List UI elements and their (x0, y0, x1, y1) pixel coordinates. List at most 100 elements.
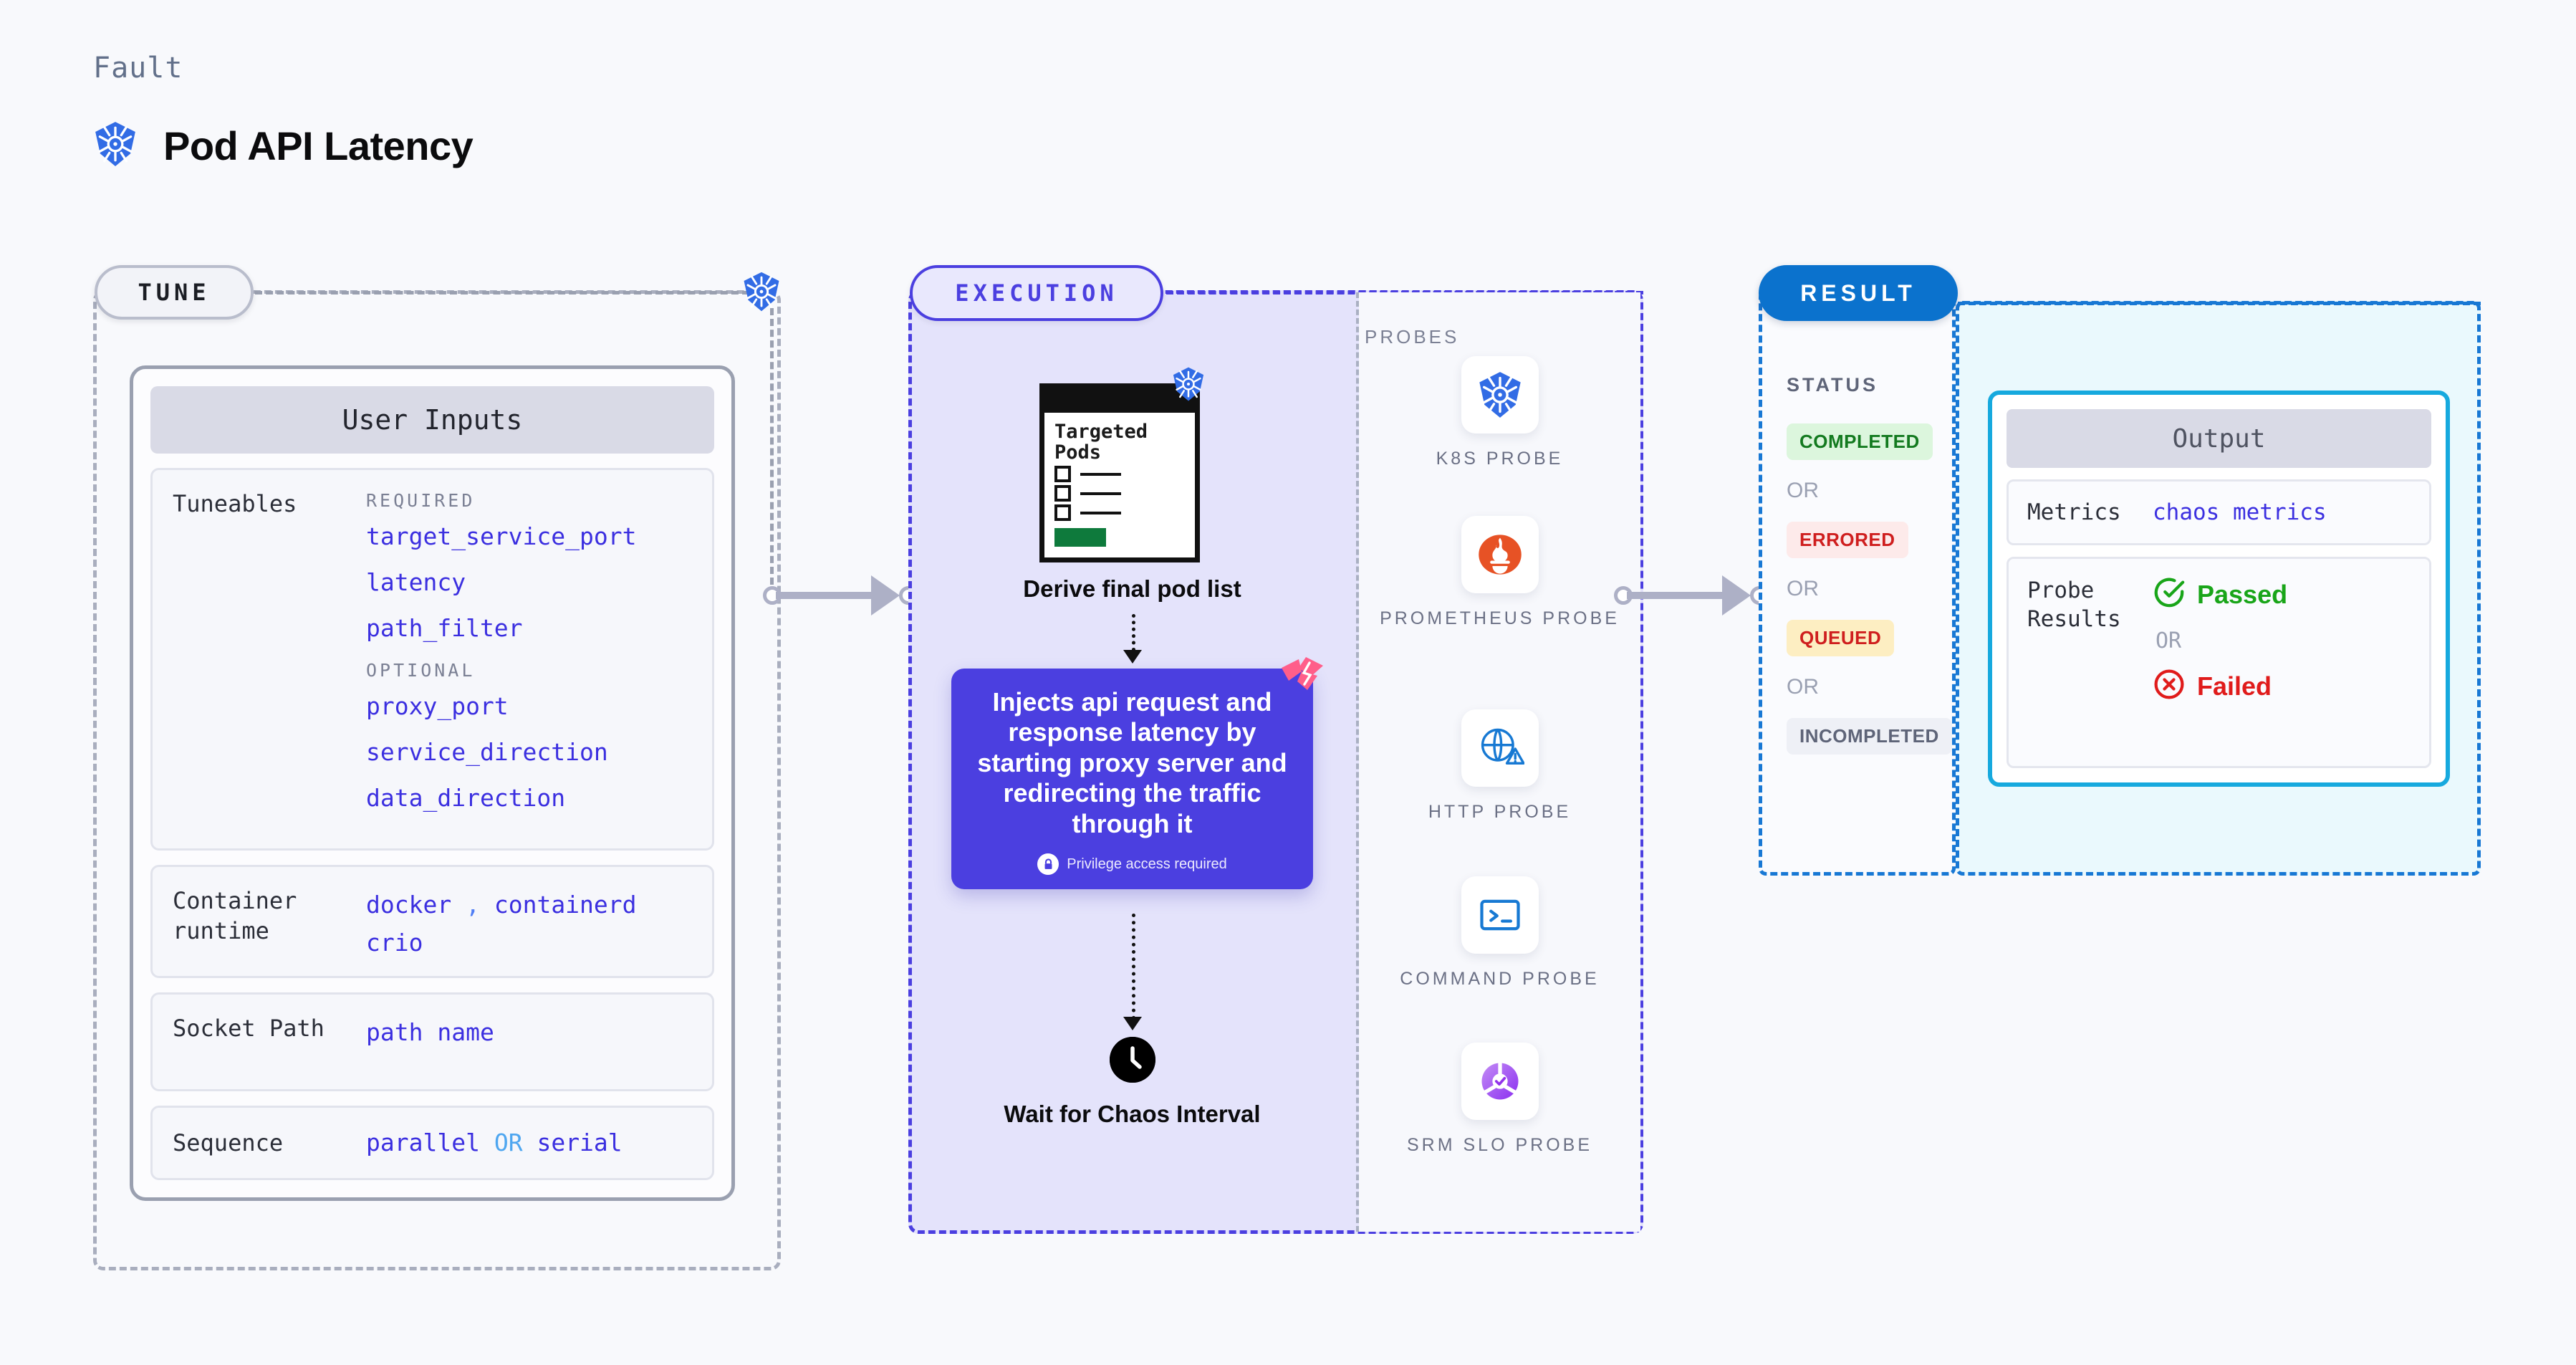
kubernetes-icon (1171, 366, 1206, 406)
status-label: STATUS (1787, 374, 1878, 396)
derive-final-pod-list-label: Derive final pod list (1023, 575, 1241, 602)
metrics-label: Metrics (2027, 499, 2121, 525)
probe-label: SRM SLO PROBE (1407, 1135, 1592, 1155)
runtime-docker[interactable]: docker (366, 890, 452, 919)
probe-label: PROMETHEUS PROBE (1380, 608, 1620, 628)
socket-path-row: Socket Path path name (150, 992, 714, 1091)
pods-list-item (1044, 482, 1195, 502)
metrics-row: Metrics chaos metrics (2007, 479, 2431, 545)
tuneables-section: Tuneables REQUIRED target_service_port l… (150, 467, 714, 851)
flow-arrow-2 (1123, 1017, 1142, 1030)
tune-pill[interactable]: TUNE (95, 265, 254, 320)
wait-for-chaos-interval-label: Wait for Chaos Interval (1004, 1101, 1261, 1127)
tuneable-item[interactable]: path_filter (366, 613, 523, 642)
socket-path-label: Socket Path (173, 1014, 325, 1042)
tuneable-item[interactable]: target_service_port (366, 522, 637, 550)
status-badge-completed: COMPLETED (1787, 423, 1933, 460)
inject-fault-card: Injects api request and response latency… (951, 657, 1323, 890)
output-title: Output (2007, 409, 2431, 468)
container-runtime-row: Container runtime docker , containerd cr… (150, 864, 714, 978)
execution-flow: Targeted Pods Derive final pod list Inje… (908, 290, 1356, 1234)
flow-dash-2 (1132, 914, 1135, 1020)
status-or-3: OR (1787, 675, 1819, 699)
probes-label: PROBES (1365, 326, 1460, 348)
runtime-containerd[interactable]: containerd (494, 890, 637, 919)
prometheus-probe-icon (1461, 516, 1539, 593)
sequence-serial[interactable]: serial (537, 1129, 623, 1157)
kubernetes-icon (741, 271, 782, 316)
probe-result-or: OR (2156, 628, 2182, 653)
socket-path-value[interactable]: path name (366, 1017, 494, 1046)
check-circle-icon (2153, 576, 2186, 613)
kubernetes-icon (92, 120, 139, 171)
pods-line-dash (1080, 511, 1121, 514)
http-probe-icon (1461, 709, 1539, 787)
optional-label: OPTIONAL (366, 659, 476, 681)
flow-arrow-1 (1123, 650, 1142, 664)
flow-dash-1 (1132, 614, 1135, 651)
probe-label: K8S PROBE (1436, 449, 1564, 469)
failed-text: Failed (2197, 671, 2272, 701)
probe-item-http[interactable]: HTTP PROBE (1359, 709, 1640, 825)
targeted-pods-title: Targeted Pods (1054, 421, 1148, 464)
page-title-row: Pod API Latency (92, 120, 474, 171)
probes-divider (1356, 292, 1359, 1232)
pods-progress-bar (1054, 528, 1106, 547)
connector-line-exec-result (1627, 592, 1731, 599)
privilege-text: Privilege access required (1067, 856, 1227, 872)
tuneable-item[interactable]: latency (366, 567, 466, 596)
checkbox-icon (1054, 504, 1071, 522)
tuneable-item[interactable]: service_direction (366, 737, 608, 766)
pods-line-dash (1080, 472, 1121, 476)
targeted-pods-card: Targeted Pods (1039, 383, 1200, 562)
lock-icon (1037, 853, 1059, 876)
pods-list-item (1044, 463, 1195, 483)
container-runtime-label: Container runtime (173, 886, 297, 945)
metrics-value[interactable]: chaos metrics (2153, 499, 2327, 525)
probe-item-command[interactable]: COMMAND PROBE (1359, 876, 1640, 992)
probe-results-label: Probe Results (2027, 578, 2121, 633)
required-label: REQUIRED (366, 489, 476, 511)
probe-item-prometheus[interactable]: PROMETHEUS PROBE (1359, 516, 1640, 632)
result-pill[interactable]: RESULT (1759, 265, 1958, 321)
kubernetes-connector-dash (770, 308, 774, 585)
tune-pill-dash (255, 291, 749, 294)
execution-pill[interactable]: EXECUTION (910, 265, 1163, 321)
inject-description: Injects api request and response latency… (977, 687, 1287, 838)
connector-arrow-exec-result (1722, 575, 1751, 616)
sequence-parallel[interactable]: parallel (366, 1129, 480, 1157)
kubernetes-probe-icon (1461, 356, 1539, 434)
status-badge-errored: ERRORED (1787, 522, 1908, 558)
connector-line-tune-exec (776, 592, 880, 599)
probe-item-k8s[interactable]: K8S PROBE (1359, 356, 1640, 472)
page-title: Pod API Latency (163, 123, 474, 168)
command-probe-icon (1461, 876, 1539, 954)
probe-result-passed: Passed (2153, 576, 2411, 613)
clock-icon (1110, 1037, 1155, 1083)
pods-line-dash (1080, 492, 1121, 495)
status-or-1: OR (1787, 479, 1819, 502)
pods-list-item (1044, 502, 1195, 522)
user-inputs-title: User Inputs (150, 386, 714, 454)
probe-result-failed: Failed (2153, 668, 2411, 704)
harness-logo-icon (1280, 656, 1325, 693)
probe-label: COMMAND PROBE (1400, 969, 1600, 989)
result-status-panel (1759, 290, 1956, 876)
srm-slo-probe-icon (1461, 1043, 1539, 1120)
sequence-row: Sequence parallel OR serial (150, 1106, 714, 1180)
runtime-crio[interactable]: crio (366, 929, 423, 957)
result-pill-dash (1958, 302, 2481, 305)
tuneable-item[interactable]: data_direction (366, 783, 566, 812)
runtime-separator: , (466, 890, 480, 919)
status-badge-queued: QUEUED (1787, 620, 1895, 656)
tuneable-item[interactable]: proxy_port (366, 691, 509, 720)
probe-item-srm-slo[interactable]: SRM SLO PROBE (1359, 1043, 1640, 1159)
probe-results-row: Probe Results Passed OR Failed (2007, 557, 2431, 768)
connector-arrow-tune-exec (871, 575, 900, 616)
checkbox-icon (1054, 485, 1071, 502)
output-card: Output Metrics chaos metrics Probe Resul… (1988, 391, 2450, 787)
sequence-label: Sequence (173, 1129, 284, 1156)
passed-text: Passed (2197, 579, 2288, 609)
tuneables-label: Tuneables (173, 489, 297, 517)
user-inputs-card: User Inputs Tuneables REQUIRED target_se… (130, 365, 735, 1201)
